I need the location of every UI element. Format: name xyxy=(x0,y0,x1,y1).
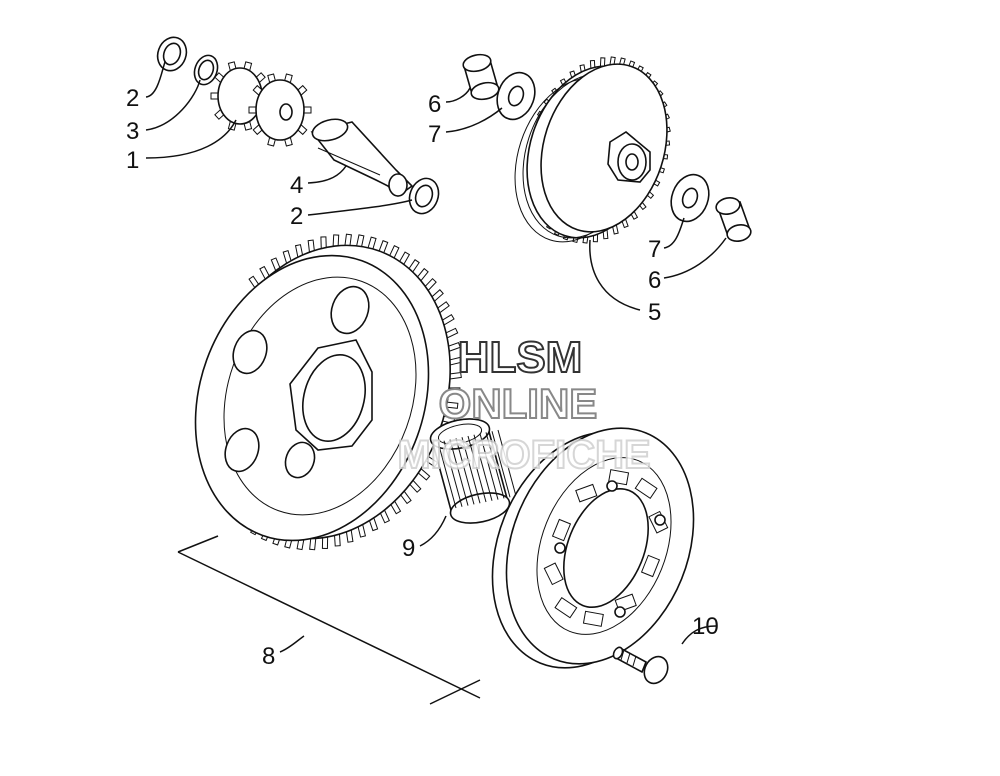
watermark-line-2: ONLINE xyxy=(439,380,598,427)
watermark: HLSM ONLINE MICROFICHE xyxy=(396,332,651,478)
callout-7-top: 7 xyxy=(428,121,441,148)
starter-clutch-body xyxy=(491,427,695,669)
callout-6-right: 6 xyxy=(648,267,661,294)
washer-part-7-top xyxy=(496,71,536,121)
callout-9: 9 xyxy=(402,535,415,562)
snap-ring-part-3 xyxy=(193,54,219,86)
callout-4: 4 xyxy=(290,172,303,199)
callout-7-right: 7 xyxy=(648,236,661,263)
washer-part-2-top xyxy=(156,36,188,72)
callout-1: 1 xyxy=(126,147,139,174)
callout-2-lower: 2 xyxy=(290,203,303,230)
callout-3: 3 xyxy=(126,118,139,145)
callout-5: 5 xyxy=(648,299,661,326)
washer-part-7-right xyxy=(670,173,710,223)
watermark-line-3: MICROFICHE xyxy=(397,433,650,477)
needle-bearing-part-9 xyxy=(429,418,517,524)
bolt-part-10 xyxy=(612,646,669,685)
washer-part-2-lower xyxy=(408,177,440,215)
gear-assembly-part-5 xyxy=(514,56,671,244)
callout-6-top: 6 xyxy=(428,91,441,118)
callout-10: 10 xyxy=(692,613,719,640)
shaft-part-4 xyxy=(310,118,414,198)
leader-lines xyxy=(145,61,727,705)
watermark-line-1: HLSM xyxy=(458,333,583,382)
bushing-part-6-top xyxy=(462,53,500,101)
starter-driven-gear-part-8 xyxy=(194,233,462,551)
callout-2-top: 2 xyxy=(126,85,139,112)
callout-8: 8 xyxy=(262,643,275,670)
bushing-part-6-right xyxy=(715,196,752,243)
pinion-gear-part-1 xyxy=(210,61,312,147)
